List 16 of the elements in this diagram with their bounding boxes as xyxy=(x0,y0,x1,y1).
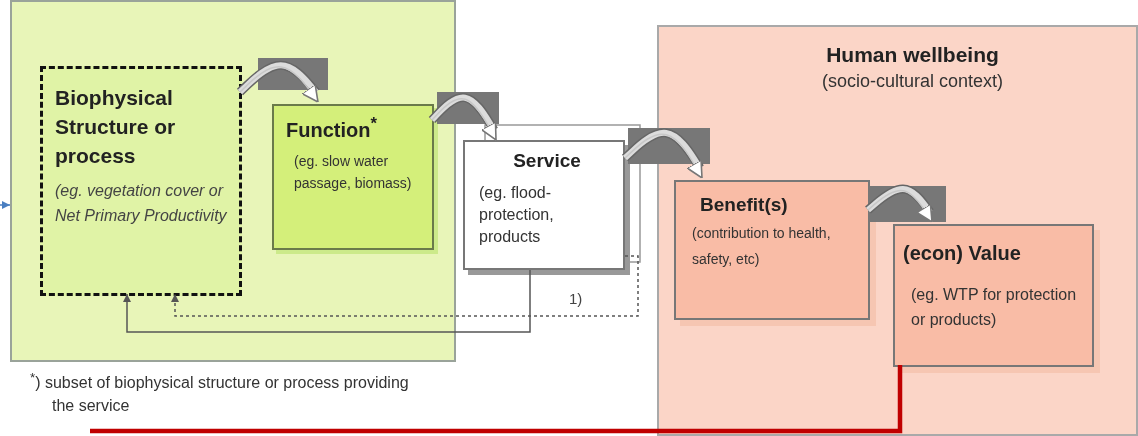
box-description: (eg. vegetation cover or Net Primary Productivity xyxy=(55,181,228,226)
box-title: Service xyxy=(512,149,582,173)
dashed-box xyxy=(40,66,242,296)
box-title: Benefit(s) xyxy=(699,193,789,217)
box-title: Function$^{*}$ xyxy=(286,113,378,143)
box-description: (contribution to health, safety, etc) xyxy=(692,224,832,269)
footnote: $^{*}$) subset of biophysical structure or process providing the service xyxy=(30,369,410,417)
box-description: (eg. slow water passage, biomass) xyxy=(293,151,413,193)
box-title: Human wellbeing xyxy=(825,42,1000,68)
panel xyxy=(10,0,456,362)
box-description: (eg. flood-protection, products xyxy=(479,183,555,247)
box-description: (socio-cultural context) xyxy=(820,70,1005,93)
box-description: (eg. WTP for protection or products) xyxy=(910,285,1078,330)
box-title: Biophysical Structure or process xyxy=(55,85,177,169)
panel xyxy=(657,25,1138,436)
box-title: (econ) Value xyxy=(903,241,1022,266)
